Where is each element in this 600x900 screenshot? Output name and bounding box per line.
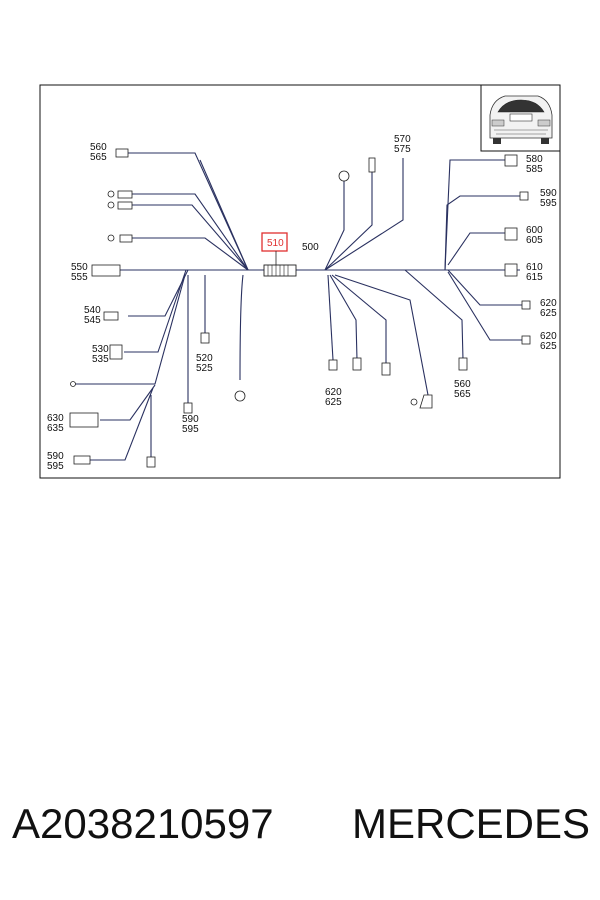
connector-c [117,201,133,210]
label-620-bottom: 620 [325,387,342,398]
connector-620-right-a [521,300,531,310]
part-number: A2038210597 [12,800,274,847]
angled-connector [419,394,433,409]
connector-590-left [183,402,193,414]
product-caption: A2038210597 MERCEDES [0,800,600,870]
label-540: 540 [84,305,101,316]
connector-600 [504,227,518,241]
connector-540 [103,311,119,321]
label-620-right-a: 620 [540,298,557,309]
ring-terminal-b [107,201,115,209]
connector-d [119,234,133,243]
connector-620-bottom [328,359,338,371]
ring-terminal-c [107,234,115,242]
connector-580 [504,154,518,167]
label-575: 575 [394,144,411,155]
connector-b [117,190,133,199]
label-590-right: 590 [540,188,557,199]
vehicle-rear-thumbnail [480,84,561,152]
label-560-bottom: 560 [454,379,471,390]
label-535: 535 [92,354,109,365]
label-595-left: 595 [182,424,199,435]
connector-small-bottom [146,456,156,468]
wiring-harness-diagram: 560 565 570 575 580 585 590 595 600 605 … [39,84,561,479]
label-625-bottom: 625 [325,397,342,408]
label-635: 635 [47,423,64,434]
label-610: 610 [526,262,543,273]
label-500: 500 [302,242,319,253]
connector-mid-a [352,357,362,371]
connector-550 [91,264,121,277]
ring-terminal-a [107,190,115,198]
label-570: 570 [394,134,411,145]
label-590-left: 590 [182,414,199,425]
label-630: 630 [47,413,64,424]
part-number-labels: 560 565 570 575 580 585 590 595 600 605 … [47,134,557,472]
label-565-top: 565 [90,152,107,163]
brand-name: MERCEDES [352,800,591,847]
label-560-top: 560 [90,142,107,153]
label-615: 615 [526,272,543,283]
label-580: 580 [526,154,543,165]
label-555: 555 [71,272,88,283]
connector-620-right-b [521,335,531,345]
connector-570 [368,157,376,173]
label-585: 585 [526,164,543,175]
diagram-frame [39,84,561,479]
label-520: 520 [196,353,213,364]
connector-630 [69,412,99,428]
connector-set [69,148,531,468]
label-510: 510 [267,238,284,249]
label-605: 605 [526,235,543,246]
harness-wires [75,152,525,461]
label-625-right-a: 625 [540,308,557,319]
connector-560-bottom [458,357,468,371]
ring-terminal-bottom [234,390,246,402]
label-525: 525 [196,363,213,374]
connector-610 [504,263,518,277]
label-565-bottom: 565 [454,389,471,400]
label-625-right-b: 625 [540,341,557,352]
label-595-right: 595 [540,198,557,209]
connector-590-right [519,191,529,201]
label-620-right-b: 620 [540,331,557,342]
label-595-bottom: 595 [47,461,64,472]
connector-520 [200,332,210,344]
ring-terminal-right [410,398,418,406]
connector-mid-b [381,362,391,376]
label-530: 530 [92,344,109,355]
highlight-box-510 [261,232,288,252]
label-590-bottom: 590 [47,451,64,462]
connector-530 [109,344,123,360]
ring-terminal-left [70,381,76,387]
ring-terminal-top [338,170,350,182]
label-550: 550 [71,262,88,273]
connector-590-bottom [73,455,91,465]
connector-560 [115,148,129,158]
label-600: 600 [526,225,543,236]
label-545: 545 [84,315,101,326]
